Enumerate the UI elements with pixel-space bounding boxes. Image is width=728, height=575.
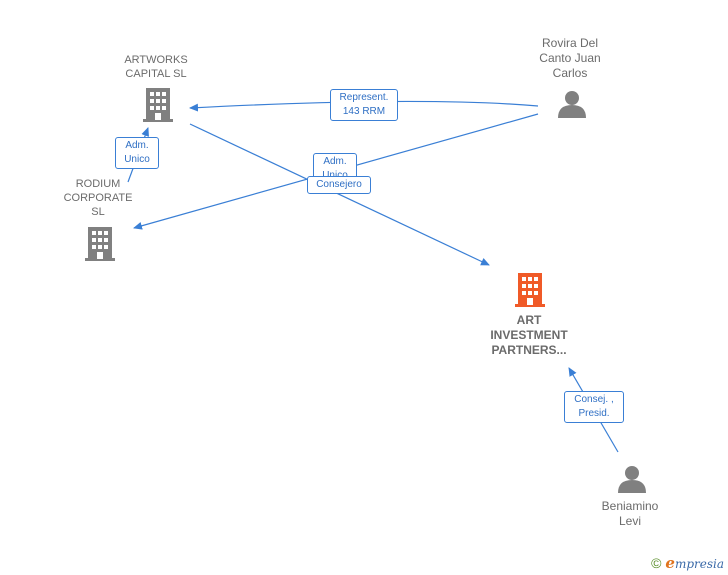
person-icon[interactable] [618, 466, 646, 493]
building-icon[interactable] [85, 227, 115, 261]
edge-adm-unico-center [189, 123, 490, 266]
node-label-beniamino[interactable]: Beniamino Levi [601, 499, 659, 528]
person-icon[interactable] [558, 91, 586, 118]
node-label-rovira[interactable]: Rovira Del Canto Juan Carlos [539, 36, 601, 80]
edge-label-adm-unico-left[interactable]: Adm. Unico [115, 137, 159, 169]
edge-label-consejero[interactable]: Consejero [307, 176, 371, 194]
node-label-art-investment[interactable]: ART INVESTMENT PARTNERS... [490, 313, 568, 357]
copyright-icon: © [651, 555, 662, 571]
edge-label-consej-presid[interactable]: Consej. , Presid. [564, 391, 624, 423]
building-icon[interactable] [143, 88, 173, 122]
edge-label-represent[interactable]: Represent. 143 RRM [330, 89, 398, 121]
building-icon[interactable] [515, 273, 545, 307]
brand-logo[interactable]: empresia [665, 554, 724, 572]
edge-label-adm-unico-center[interactable]: Adm. Unico [313, 153, 357, 179]
node-label-rodium[interactable]: RODIUM CORPORATE SL [63, 178, 133, 218]
node-label-artworks[interactable]: ARTWORKS CAPITAL SL [124, 54, 188, 80]
footer-brand: © empresia [651, 554, 724, 572]
